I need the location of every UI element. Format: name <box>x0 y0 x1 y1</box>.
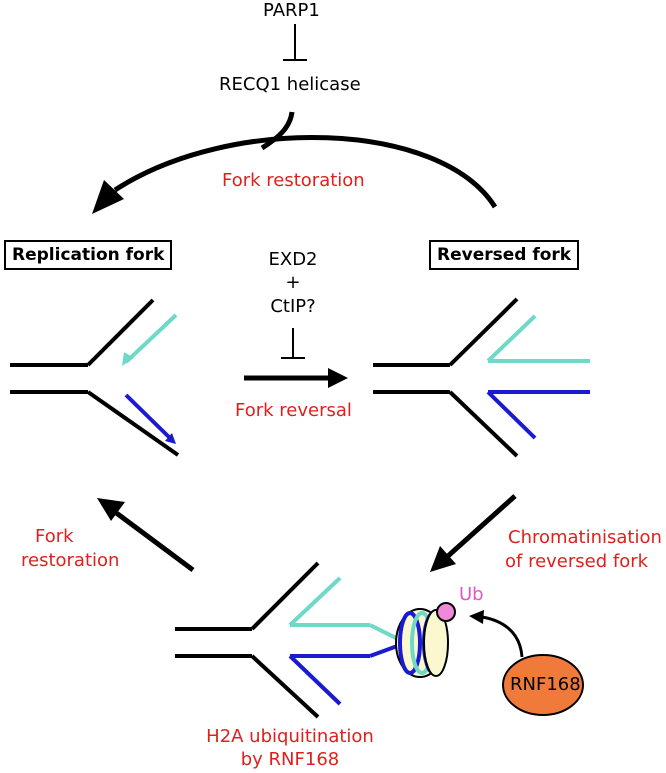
left-restoration-arrowhead <box>97 498 125 521</box>
replication-fork-box: Replication fork <box>4 240 173 270</box>
h2a-ubiquitination-line1: H2A ubiquitination <box>206 726 374 747</box>
plus-label: + <box>285 272 301 293</box>
left-restoration-arrow-shaft <box>113 509 195 573</box>
ub-label: Ub <box>459 584 484 605</box>
chromatinisation-line1: Chromatinisation <box>508 527 662 548</box>
ubiquitin-circle <box>436 602 456 622</box>
recq1-helicase-label: RECQ1 helicase <box>219 74 361 95</box>
h2a-ubiquitination-line2: by RNF168 <box>240 749 340 770</box>
leading-strand-teal <box>124 313 178 364</box>
fork-restoration-left-line2: restoration <box>21 550 120 571</box>
exd2-label: EXD2 <box>268 249 318 270</box>
chromatinisation-arrow-shaft <box>446 494 517 558</box>
parp1-label: PARP1 <box>263 0 320 21</box>
fork-restoration-top-label: Fork restoration <box>222 170 365 191</box>
chromatinised-fork <box>175 561 401 719</box>
fork-reversal-label: Fork reversal <box>235 400 352 421</box>
ctip-label: CtIP? <box>270 296 316 317</box>
top-restoration-arrowhead <box>92 180 124 214</box>
fork-reversal-arrowhead <box>328 368 348 388</box>
rnf168-label: RNF168 <box>510 674 581 695</box>
chromatinisation-arrowhead <box>430 546 456 572</box>
rnf168-to-ub-arrow <box>481 615 524 658</box>
lagging-strand-blue <box>124 393 174 442</box>
reversed-fork <box>373 297 590 458</box>
reversed-fork-box: Reversed fork <box>429 240 580 270</box>
rnf168-oval <box>502 654 584 716</box>
recq1-connector <box>260 111 295 151</box>
nucleosome <box>395 608 449 678</box>
replication-fork <box>10 298 180 457</box>
fork-restoration-left-line1: Fork <box>35 526 74 547</box>
top-restoration-arc <box>113 135 498 209</box>
rnf168-arrowhead <box>469 610 484 624</box>
chromatinisation-line2: of reversed fork <box>505 551 649 572</box>
